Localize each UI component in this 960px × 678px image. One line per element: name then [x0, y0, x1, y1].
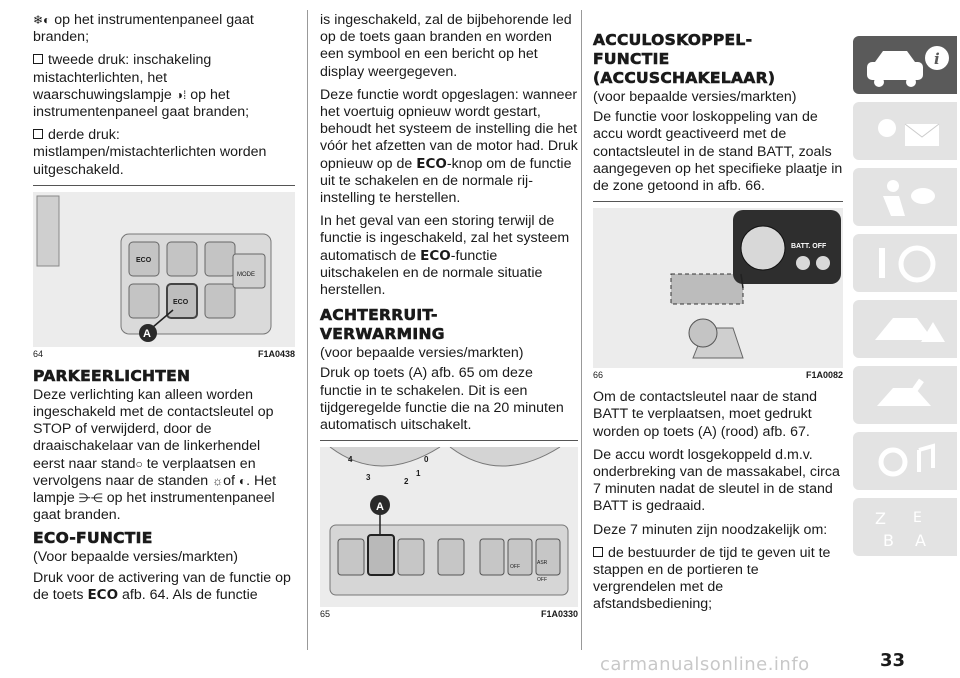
bullet-square-icon	[33, 54, 43, 65]
tab-emergency[interactable]	[853, 300, 957, 358]
emergency-icon	[875, 318, 945, 342]
eco-fault-paragraph: In het geval van een storing terwijl de …	[320, 213, 570, 299]
batt-disconnect-paragraph: De accu wordt losgekoppeld d.m.v. onderb…	[593, 446, 840, 515]
ignition-battery-switch-image	[593, 208, 843, 369]
figure-66: BATT. OFF	[593, 208, 843, 369]
gauge-tick-4: 4	[348, 455, 353, 465]
figure-number: 66	[593, 370, 604, 381]
figure-code: F1A0330	[540, 609, 578, 620]
tab-safety[interactable]	[853, 168, 957, 226]
svg-text:A: A	[915, 531, 926, 550]
tab-vehicle-info[interactable]: i	[853, 36, 957, 94]
fog-light-paragraph: ❄◐ op het instrumentenpaneel gaat brande…	[33, 12, 254, 46]
figure-64-caption: 64 F1A0438	[33, 348, 295, 360]
svg-text:Z: Z	[875, 509, 886, 528]
section-heading-rear-window-1: ACHTERRUIT-	[320, 306, 438, 325]
bullet-square-icon	[33, 129, 43, 140]
figure-code: F1A0438	[257, 348, 295, 359]
seven-minutes-paragraph: Deze 7 minuten zijn noodzakelijk om:	[593, 521, 828, 538]
watermark: carmanualsonline.info	[600, 654, 810, 675]
gauge-tick-1: 1	[416, 469, 421, 479]
figure-number: 65	[320, 609, 331, 620]
tab-multimedia[interactable]	[853, 432, 957, 490]
section-heading-battery-1: ACCULOSKOPPEL-	[593, 31, 753, 49]
asr-off-button-label: ASR OFF	[537, 560, 548, 584]
tab-index[interactable]: Z E B A	[853, 498, 957, 556]
eco-led-paragraph: is ingeschakeld, zal de bijbehorende led…	[320, 12, 572, 80]
batt-position-paragraph: Om de contactsleutel naar de stand BATT …	[593, 389, 817, 440]
rear-window-paragraph: Druk op toets (A) afb. 65 om deze functi…	[320, 365, 564, 434]
column-1: ❄◐ op het instrumentenpaneel gaat brande…	[33, 12, 295, 610]
parking-light-left-icon: ☼	[212, 473, 224, 488]
parking-light-right-icon: ◐	[238, 473, 247, 488]
figure-code: F1A0082	[805, 370, 843, 381]
gauge-tick-2: 2	[404, 477, 409, 487]
circle-position-icon: ○	[135, 456, 143, 471]
column-divider	[307, 10, 308, 650]
figure-rule	[593, 201, 843, 203]
fog-light-icon: ❄◐	[33, 13, 51, 27]
callout-a-label: A	[376, 501, 384, 514]
section-heading-parking-lights: PARKEERLICHTEN	[33, 366, 191, 385]
svg-text:i: i	[934, 50, 940, 68]
gauge-tick-0: 0	[424, 455, 429, 465]
column-2: is ingeschakeld, zal de bijbehorende led…	[320, 12, 578, 628]
figure-65: 4 3 2 1 0 OFF ASR OFF A	[320, 447, 578, 608]
second-press-paragraph: tweede druk: inschakeling mistachterlich…	[33, 52, 250, 121]
off-button-label: OFF	[510, 564, 520, 571]
mode-button-label: MODE	[237, 271, 255, 278]
airbag-seat-icon	[883, 180, 935, 216]
tab-warning-lights[interactable]	[853, 102, 957, 160]
figure-rule	[320, 440, 578, 442]
driver-time-paragraph: de bestuurder de tijd te geven uit te st…	[593, 544, 831, 613]
eco-word: ECO	[87, 586, 119, 603]
parking-light-indicator-icon: ⋺⋲	[78, 491, 103, 506]
column-3: ACCULOSKOPPEL- FUNCTIE (ACCUSCHAKELAAR) …	[593, 12, 843, 620]
dashboard-switch-panel-image	[33, 191, 295, 347]
bullet-square-icon	[593, 546, 603, 557]
rear-window-subtitle: (voor bepaalde versies/markten)	[320, 345, 524, 362]
multimedia-icon	[878, 443, 935, 477]
steering-key-icon	[879, 245, 936, 283]
column-divider	[581, 10, 582, 650]
figure-66-caption: 66 F1A0082	[593, 369, 843, 381]
eco-word: ECO	[416, 155, 447, 172]
maintenance-icon	[877, 378, 931, 406]
callout-a-label: A	[143, 327, 151, 340]
parking-lights-paragraph: Deze verlichting kan alleen worden inges…	[33, 386, 277, 524]
third-press-paragraph: derde druk: mistlampen/mistachterlichten…	[33, 127, 267, 178]
figure-rule	[33, 184, 295, 186]
figure-65-caption: 65 F1A0330	[320, 608, 578, 620]
eco-button-label: ECO	[136, 256, 152, 264]
eco-subtitle: (Voor bepaalde versies/markten)	[33, 549, 239, 566]
tab-maintenance[interactable]	[853, 366, 957, 424]
figure-64: ECO ECO MODE A	[33, 191, 295, 347]
index-icon: Z E B A	[875, 509, 926, 550]
heated-rear-window-panel-image	[320, 447, 578, 608]
svg-text:B: B	[883, 531, 894, 550]
battery-subtitle: (voor bepaalde versies/markten)	[593, 89, 797, 105]
page-number: 33	[880, 650, 906, 671]
section-heading-rear-window-2: VERWARMING	[320, 325, 445, 344]
section-heading-battery-2: FUNCTIE	[593, 50, 670, 68]
eco-paragraph: Druk voor de activering van de functie o…	[33, 569, 291, 603]
gauge-tick-3: 3	[366, 473, 371, 483]
section-heading-eco: ECO-FUNCTIE	[33, 529, 153, 548]
figure-number: 64	[33, 348, 44, 359]
tab-starting-driving[interactable]	[853, 234, 957, 292]
eco-button-label-2: ECO	[173, 298, 189, 306]
section-heading-battery-3: (ACCUSCHAKELAAR)	[593, 69, 776, 87]
eco-word: ECO	[420, 247, 451, 264]
batt-off-label: BATT. OFF	[791, 243, 827, 251]
battery-intro-paragraph: De functie voor loskoppeling van de accu…	[593, 109, 843, 195]
svg-text:E: E	[913, 510, 922, 526]
rear-fog-icon: ◑⁞	[175, 87, 187, 102]
warning-lights-icon	[878, 119, 940, 146]
eco-memory-paragraph: Deze functie wordt opgeslagen: wanneer h…	[320, 86, 578, 207]
car-info-icon: i	[867, 46, 949, 87]
